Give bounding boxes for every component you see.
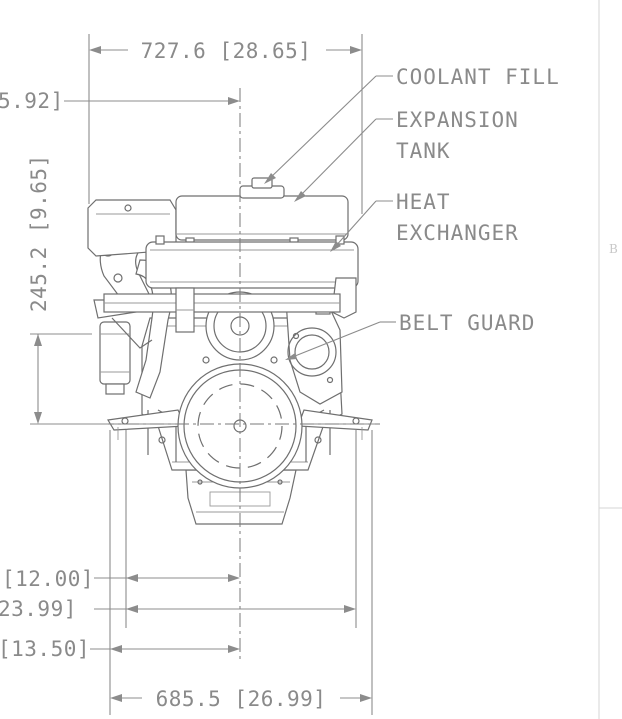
dimension-bottom-left-2: 23.99] bbox=[0, 597, 356, 621]
zone-letter: B bbox=[609, 242, 618, 256]
bottom-left-2-label: 23.99] bbox=[0, 597, 77, 621]
dimension-left-top: 5.92] bbox=[0, 89, 240, 113]
bottom-left-3-label: [13.50] bbox=[0, 637, 90, 661]
bottom-width-label: 685.5 [26.99] bbox=[156, 687, 327, 711]
coolant-fill-label: COOLANT FILL bbox=[396, 65, 560, 89]
sheet-frame: B bbox=[598, 0, 622, 719]
dimension-bottom-width: 685.5 [26.99] bbox=[110, 687, 372, 711]
vertical-height-label: 245.2 [9.65] bbox=[27, 154, 51, 312]
bottom-left-1-label: [12.00] bbox=[2, 567, 94, 591]
callout-heat-exchanger: HEAT EXCHANGER bbox=[330, 190, 519, 252]
dimension-top-width: 727.6 [28.65] bbox=[88, 34, 363, 214]
callout-belt-guard: BELT GUARD bbox=[285, 311, 535, 360]
engine-outline bbox=[87, 177, 375, 525]
expansion-tank-label-2: TANK bbox=[396, 139, 451, 163]
top-width-label: 727.6 [28.65] bbox=[141, 39, 312, 63]
centerlines bbox=[100, 88, 380, 660]
dimension-vertical-height: 245.2 [9.65] bbox=[27, 154, 108, 425]
callout-coolant-fill: COOLANT FILL bbox=[264, 65, 560, 184]
left-top-partial-label: 5.92] bbox=[0, 89, 64, 113]
expansion-tank-label-1: EXPANSION bbox=[396, 108, 519, 132]
heat-exchanger-label-2: EXCHANGER bbox=[396, 221, 519, 245]
dimension-bottom-left-1: [12.00] bbox=[2, 567, 240, 591]
dimension-extension-lines bbox=[109, 430, 373, 715]
heat-exchanger-label-1: HEAT bbox=[396, 190, 451, 214]
callout-expansion-tank: EXPANSION TANK bbox=[294, 108, 519, 202]
belt-guard-label: BELT GUARD bbox=[399, 311, 535, 335]
dimension-bottom-left-3: [13.50] bbox=[0, 637, 240, 661]
